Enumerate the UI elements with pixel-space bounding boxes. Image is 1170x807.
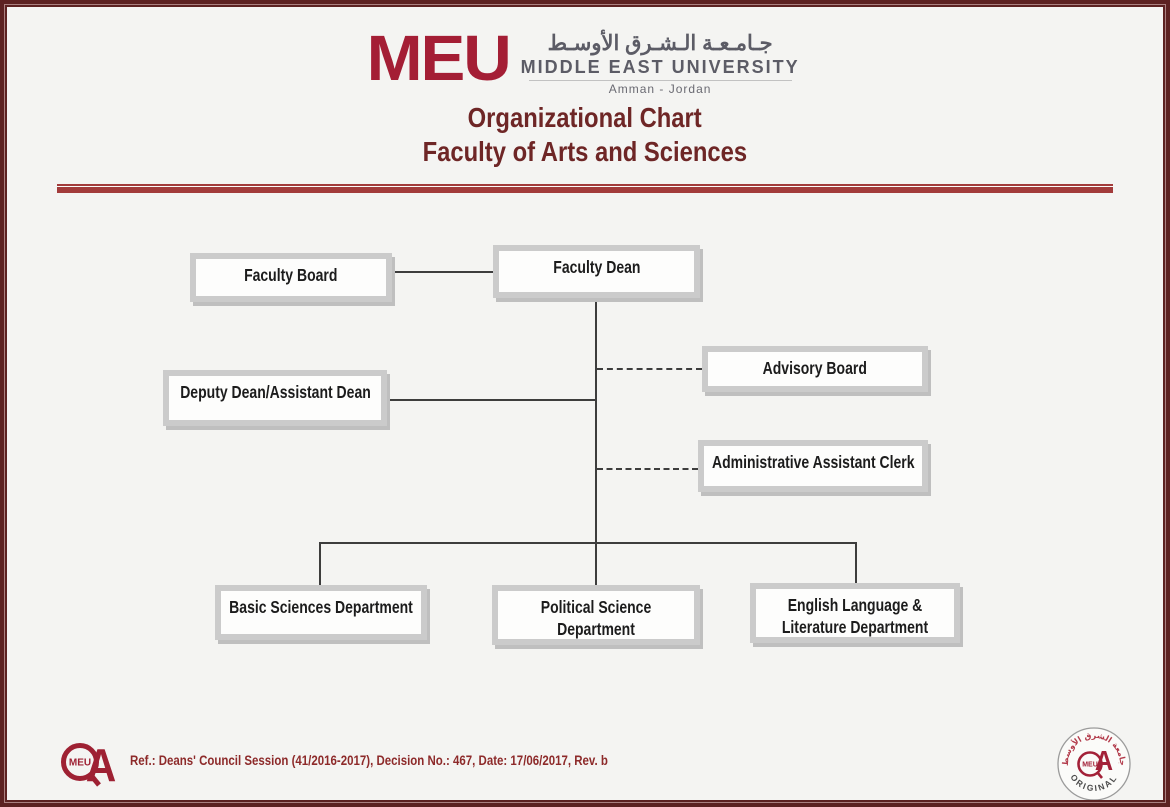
node-label: Basic Sciences Department — [229, 597, 413, 617]
connector-departments-branch — [319, 542, 857, 544]
connector-board-dean — [392, 271, 493, 273]
node-label: Administrative Assistant Clerk — [711, 452, 915, 472]
qa-logo-q-circle — [61, 743, 99, 781]
qa-logo-meu-text: MEU — [69, 758, 91, 769]
logo-university-name: MIDDLE EAST UNIVERSITY — [520, 57, 800, 77]
node-label: Deputy Dean/Assistant Dean — [179, 382, 371, 402]
page-title: Organizational Chart Faculty of Arts and… — [0, 101, 1170, 169]
node-political-science-dept: Political Science Department — [492, 585, 700, 645]
stamp-meu-text: MEU — [1082, 762, 1098, 769]
node-label: Faculty Dean — [552, 257, 641, 277]
original-stamp: جامعة الشرق الأوسط ORIGINAL MEU A — [1054, 724, 1134, 807]
node-label: English Language & Literature Department — [781, 595, 929, 637]
node-label: Political Science Department — [540, 597, 652, 639]
node-basic-sciences-dept: Basic Sciences Department — [215, 585, 427, 640]
qa-meu-logo: MEU A — [56, 736, 122, 799]
qa-logo-q-tail — [88, 772, 101, 787]
connector-deputy-dean — [387, 399, 596, 401]
qa-logo-graphic: MEU A — [61, 740, 117, 791]
title-line-2: Faculty of Arts and Sciences — [422, 136, 748, 167]
connector-basic-sciences-drop — [319, 542, 321, 585]
reference-note: Ref.: Deans' Council Session (41/2016-20… — [130, 752, 608, 768]
title-line-1: Organizational Chart — [467, 102, 703, 133]
connector-english-drop — [855, 542, 857, 583]
logo-text-block: جـامـعـة الـشـرق الأوسـط MIDDLE EAST UNI… — [521, 30, 800, 96]
node-advisory-board: Advisory Board — [702, 346, 928, 392]
qa-logo-a-text: A — [86, 740, 117, 791]
stamp-a-text: A — [1095, 745, 1113, 777]
title-separator-rule — [57, 184, 1113, 193]
node-deputy-dean: Deputy Dean/Assistant Dean — [163, 370, 387, 426]
logo-arabic-name: جـامـعـة الـشـرق الأوسـط — [547, 32, 773, 55]
connector-clerk-dashed — [597, 468, 698, 470]
node-label: Advisory Board — [762, 358, 868, 378]
node-english-literature-dept: English Language & Literature Department — [750, 583, 960, 643]
university-logo: MEU جـامـعـة الـشـرق الأوسـط MIDDLE EAST… — [0, 22, 1170, 96]
logo-location: Amman - Jordan — [608, 82, 712, 96]
node-label: Faculty Board — [244, 265, 338, 285]
stamp-q-circle — [1077, 751, 1103, 777]
stamp-q-tail — [1096, 771, 1103, 779]
node-faculty-dean: Faculty Dean — [493, 245, 700, 298]
connector-advisory-dashed — [597, 368, 702, 370]
meu-logo-text: MEU — [366, 22, 512, 94]
stamp-graphic: جامعة الشرق الأوسط ORIGINAL MEU A — [1057, 727, 1131, 801]
logo-divider-line — [528, 80, 792, 81]
connector-dean-trunk — [595, 298, 597, 585]
node-admin-assistant-clerk: Administrative Assistant Clerk — [698, 440, 928, 492]
node-faculty-board: Faculty Board — [190, 253, 392, 302]
